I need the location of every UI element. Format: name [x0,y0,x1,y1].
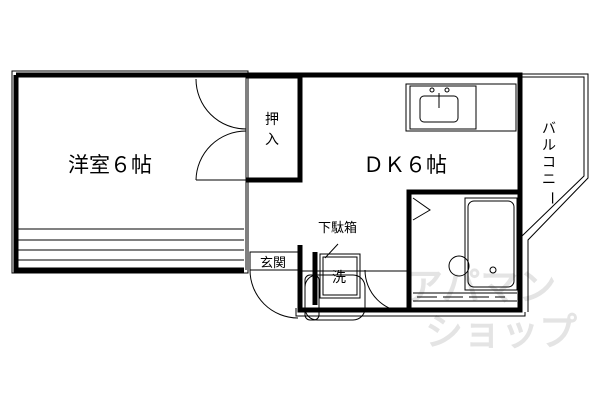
bathtub [467,200,515,288]
door-swing-2 [195,130,247,181]
watermark-line2: ショップ [425,310,577,354]
kitchen-counter [405,83,517,132]
entrance-label: 玄関 [260,256,286,271]
svg-text:ニ: ニ [542,172,556,188]
balcony-outline [520,73,589,312]
balcony-label: バ ル コ ニ ー [542,121,559,205]
western-room-label: 洋室６帖 [68,153,152,177]
washbasin [448,255,470,277]
closet-label-bottom: 入 [265,132,279,148]
entrance-area [249,251,301,271]
door-swing-1 [195,78,247,130]
outer-outline-left [11,70,249,274]
dining-kitchen-label: ＤＫ６帖 [363,153,447,177]
shoe-box-label: 下駄箱 [318,220,357,236]
svg-text:ル: ル [542,138,556,154]
svg-text:ー: ー [543,191,559,205]
washer-space [319,253,361,299]
svg-text:バ: バ [542,121,556,137]
water-heater-icon [412,197,431,221]
entrance-door-swing [249,269,299,319]
washer-label: 洗 [332,270,346,286]
closet-label-top: 押 [265,112,279,128]
closet [245,77,301,181]
bathtub-area [464,197,518,291]
outer-outline-bottom [295,308,526,317]
shoe-box-leader [324,243,339,259]
svg-text:コ: コ [542,155,556,171]
balcony-inner-outline [520,76,585,237]
watermark-logo: アパマン ショップ [405,265,577,354]
toilet-door-swing [364,269,408,313]
